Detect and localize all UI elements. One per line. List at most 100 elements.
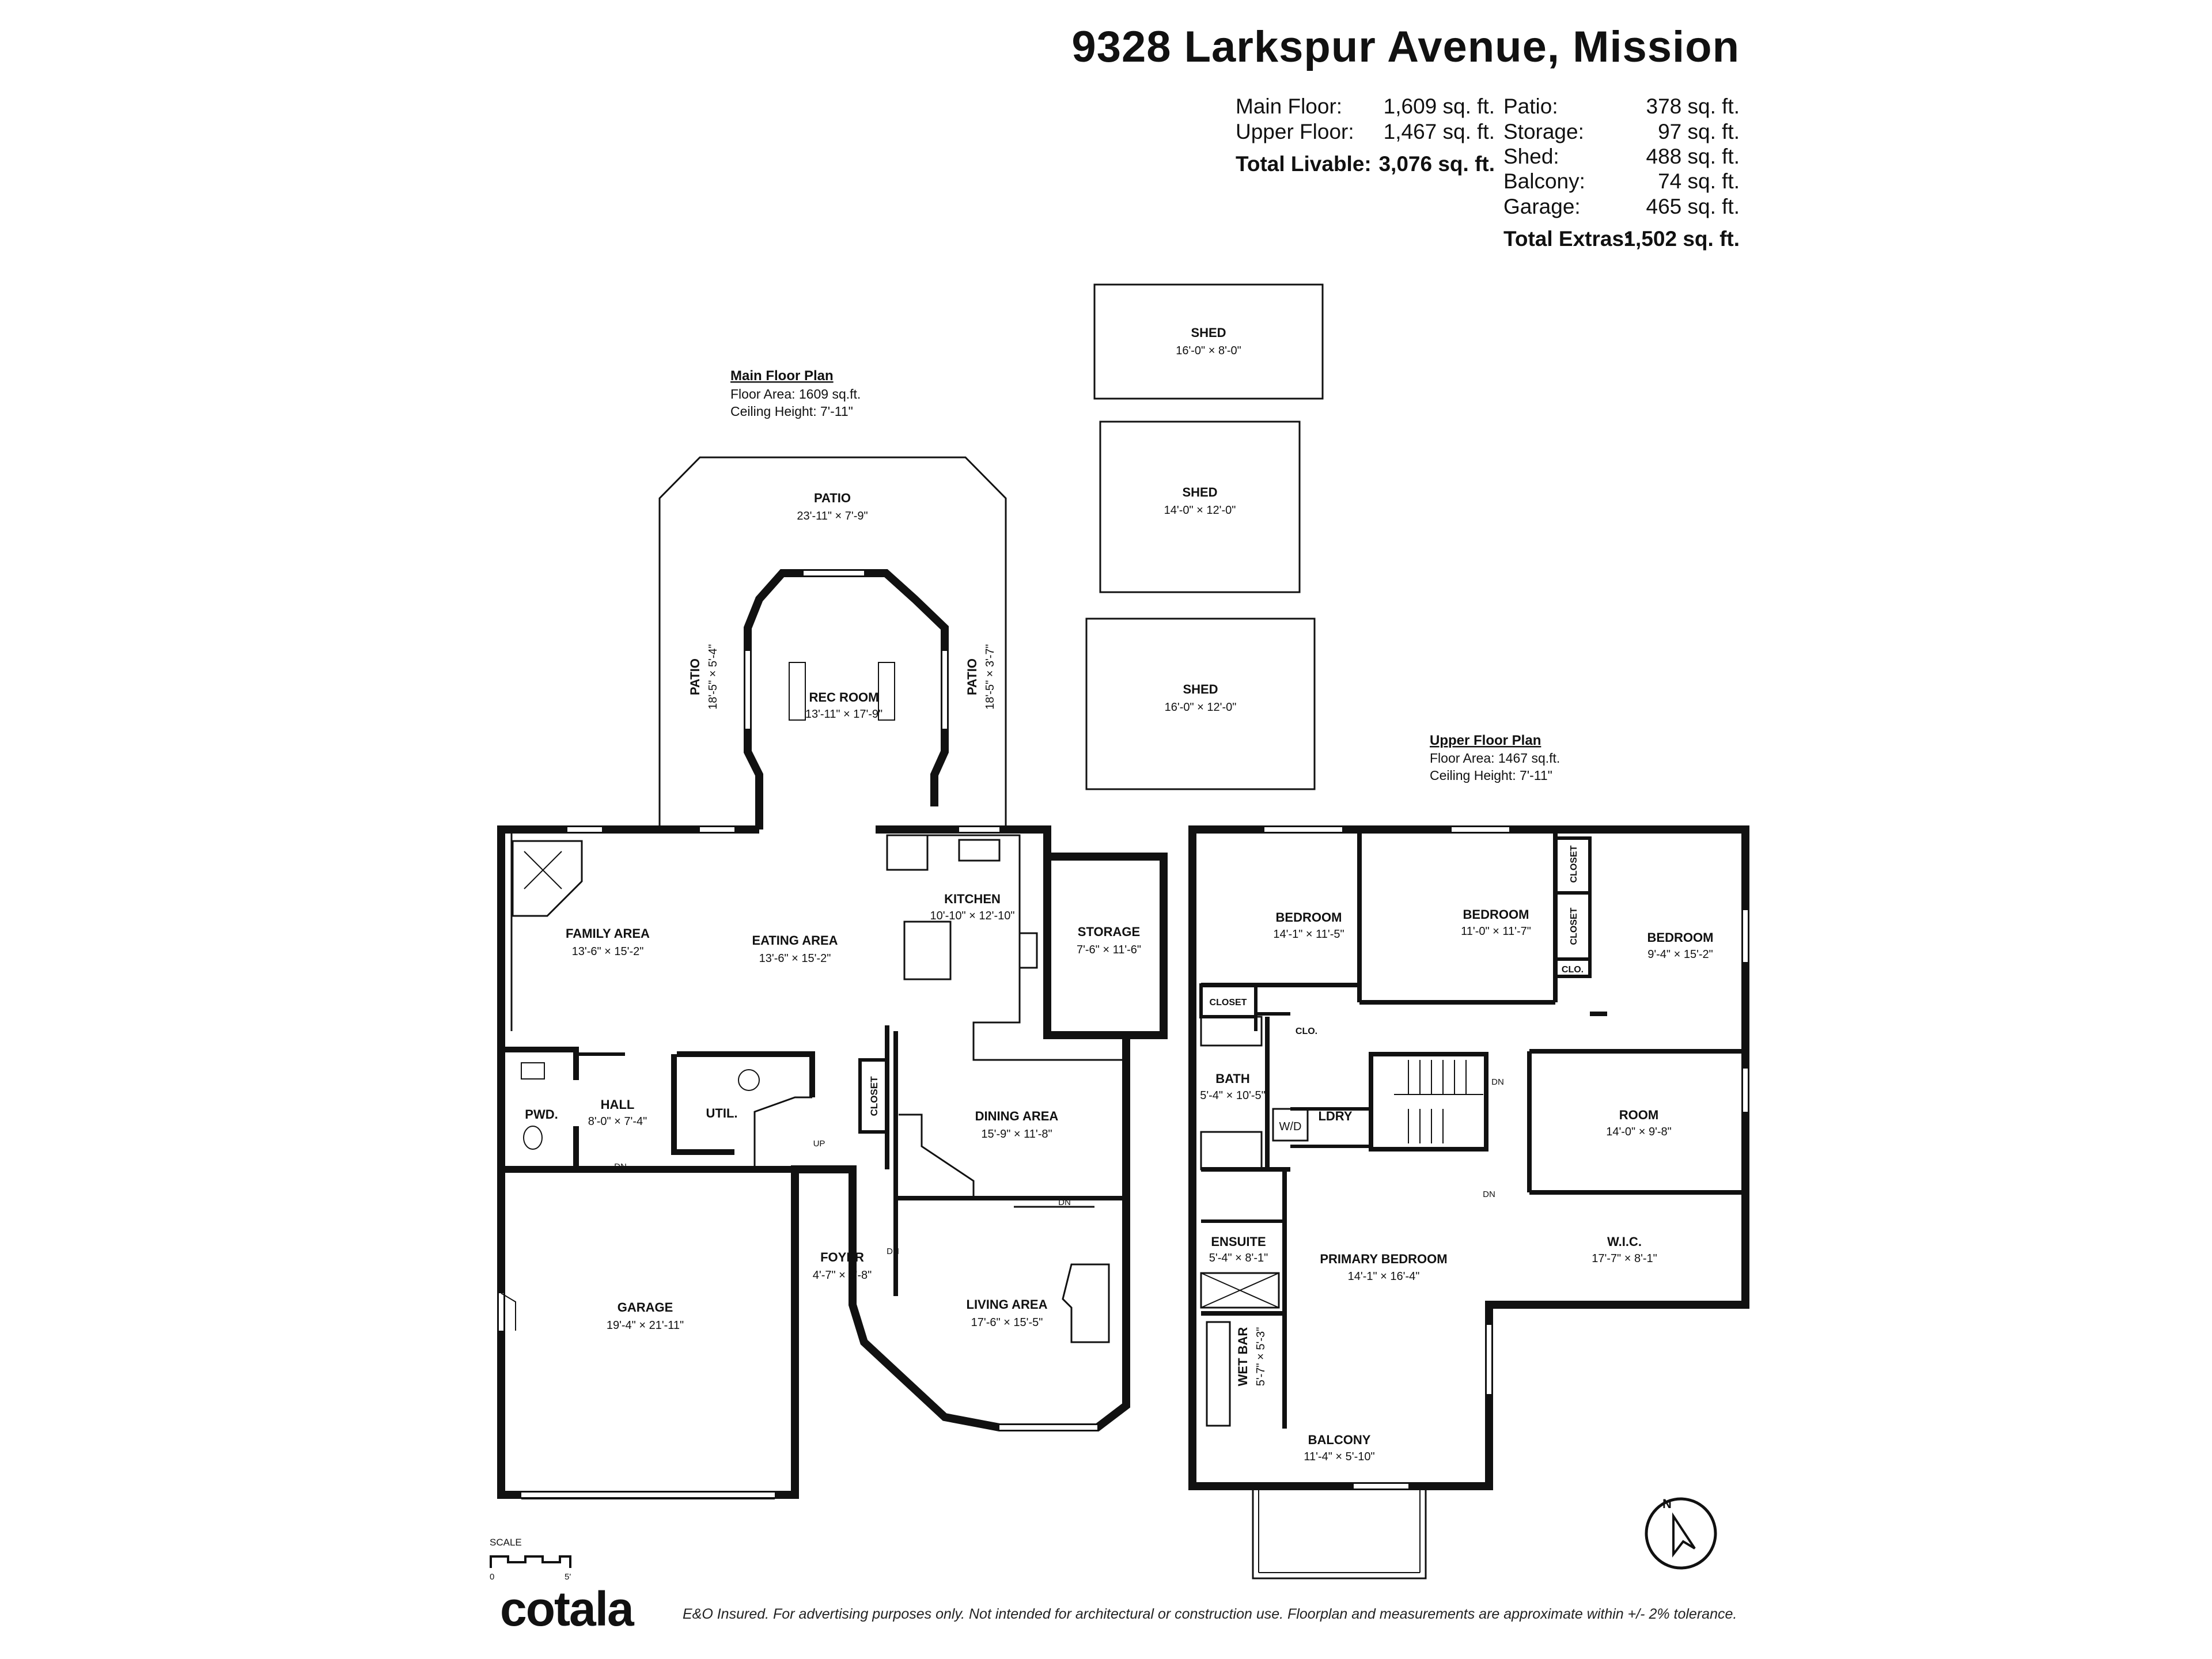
summary-value: 1,502 sq. ft. <box>1623 227 1740 251</box>
patio-right-name: PATIO <box>965 658 979 695</box>
wall <box>671 1054 734 1155</box>
summary-value: 465 sq. ft. <box>1646 195 1740 218</box>
summary-value: 378 sq. ft. <box>1646 94 1740 118</box>
shed-2-name: SHED <box>1182 485 1217 499</box>
stair-down-marker: DN <box>1491 1077 1504 1087</box>
pwd-toilet <box>523 1126 543 1150</box>
stair <box>753 1096 812 1169</box>
stair-down-marker: DN <box>614 1162 627 1172</box>
eating-dims: 13'-6" × 15'-2" <box>759 952 831 965</box>
room-name: ROOM <box>1619 1108 1658 1122</box>
closet-name: CLOSET <box>869 1076 880 1116</box>
main-floor-top-wall <box>876 825 1051 857</box>
summary-label: Patio: <box>1503 94 1558 118</box>
summary-value: 488 sq. ft. <box>1646 145 1740 168</box>
closet-main <box>858 1058 889 1134</box>
summary-value: 97 sq. ft. <box>1658 120 1740 143</box>
patio-top-name: PATIO <box>814 491 851 505</box>
patio-left-dims: 18'-5" × 5'-4" <box>707 644 719 710</box>
wall <box>677 1051 815 1097</box>
balcony-name: BALCONY <box>1308 1433 1371 1447</box>
summary-label: Total Livable: <box>1236 152 1372 176</box>
page-title: 9328 Larkspur Avenue, Mission <box>1071 22 1740 71</box>
wall <box>501 1047 579 1080</box>
closet-2-name: CLOSET <box>1569 907 1579 945</box>
ensuite-dims: 5'-4" × 8'-1" <box>1209 1252 1268 1264</box>
bath-dims: 5'-4" × 10'-5" <box>1200 1089 1266 1102</box>
scale-bar <box>490 1555 571 1568</box>
scale-start: 0 <box>490 1572 494 1582</box>
shed-1-name: SHED <box>1191 325 1226 340</box>
summary-balcony: Balcony: 74 sq. ft. <box>1503 169 1740 195</box>
pwd-sink <box>521 1062 545 1080</box>
kitchen-appliance <box>958 839 1001 862</box>
dining-dims: 15'-9" × 11'-8" <box>981 1128 1052 1141</box>
summary-total-extras: Total Extras: 1,502 sq. ft. <box>1503 227 1740 252</box>
living-fireplace <box>1062 1263 1110 1343</box>
compass-north: N <box>1662 1497 1672 1511</box>
kitchen-island <box>903 921 952 980</box>
shower-mark <box>1200 1272 1279 1308</box>
upper-floor-outer-walls <box>1188 825 1749 1490</box>
kitchen-sink <box>886 834 929 871</box>
summary-label: Shed: <box>1503 145 1559 168</box>
summary-label: Main Floor: <box>1236 94 1343 118</box>
main-floor-area: Floor Area: 1609 sq.ft. <box>730 387 861 402</box>
rec-room-name: REC ROOM <box>809 690 879 704</box>
cotala-logo: cotala <box>500 1582 634 1636</box>
shed-3-dims: 16'-0" × 12'-0" <box>1165 701 1237 714</box>
pwd-name: PWD. <box>525 1107 558 1122</box>
garage-name: GARAGE <box>618 1300 673 1315</box>
kitchen-dims: 10'-10" × 12'-10" <box>930 910 1015 922</box>
wic-name: W.I.C. <box>1607 1234 1642 1249</box>
wall <box>501 1126 579 1172</box>
foyer-dims: 4'-7" × 5'-8" <box>813 1269 872 1282</box>
patio-left-name: PATIO <box>688 658 702 695</box>
room-dims: 14'-0" × 9'-8" <box>1606 1126 1672 1138</box>
fireplace <box>512 840 583 917</box>
summary-label: Upper Floor: <box>1236 120 1354 143</box>
util-name: UTIL. <box>706 1106 738 1120</box>
scale-label: SCALE <box>490 1537 522 1548</box>
ensuite-name: ENSUITE <box>1211 1234 1266 1249</box>
dining-name: DINING AREA <box>975 1109 1059 1123</box>
water-heater <box>738 1069 760 1091</box>
stair-down-marker: DN <box>1483 1190 1495 1199</box>
rec-room-dims: 13'-11" × 17'-9" <box>805 708 882 721</box>
wic-dims: 17'-7" × 8'-1" <box>1592 1252 1657 1265</box>
storage-name: STORAGE <box>1078 925 1140 939</box>
stair-down-marker: DN <box>887 1247 899 1256</box>
summary-main-floor: Main Floor: 1,609 sq. ft. <box>1236 94 1495 120</box>
hall-dims: 8'-0" × 7'-4" <box>588 1115 647 1128</box>
upper-floor-heading: Upper Floor Plan <box>1430 733 1541 748</box>
shed-3-outline <box>1085 618 1316 790</box>
summary-value: 3,076 sq. ft. <box>1378 152 1495 176</box>
summary-label: Garage: <box>1503 195 1581 218</box>
bedroom-1-dims: 14'-1" × 11'-5" <box>1273 928 1344 941</box>
shed-1-outline <box>1093 283 1324 400</box>
storage-walls <box>1043 853 1168 1039</box>
main-floor-ceiling: Ceiling Height: 7'-11" <box>730 404 853 419</box>
summary-label: Storage: <box>1503 120 1584 143</box>
stair-down-marker: DN <box>1058 1198 1071 1207</box>
garage-dims: 19'-4" × 21'-11" <box>607 1319 684 1332</box>
bathtub <box>1200 1131 1263 1171</box>
shed-2-dims: 14'-0" × 12'-0" <box>1164 504 1236 517</box>
wet-bar-counter <box>1206 1321 1231 1427</box>
family-name: FAMILY AREA <box>566 926 650 941</box>
summary-patio: Patio: 378 sq. ft. <box>1503 94 1740 120</box>
clo-1-name: CLO. <box>1562 965 1584 975</box>
summary-storage: Storage: 97 sq. ft. <box>1503 120 1740 145</box>
stair-up-marker: UP <box>813 1139 825 1149</box>
foyer-name: FOYER <box>820 1250 864 1264</box>
shed-3-name: SHED <box>1183 682 1218 696</box>
summary-value: 74 sq. ft. <box>1658 169 1740 193</box>
bedroom-1-name: BEDROOM <box>1276 910 1342 925</box>
kitchen-stove <box>1018 932 1038 969</box>
living-name: LIVING AREA <box>967 1297 1048 1312</box>
clo-2-name: CLO. <box>1296 1027 1317 1036</box>
kitchen-counter <box>887 834 1126 1061</box>
balcony-dims: 11'-4" × 5'-10" <box>1304 1450 1374 1463</box>
upper-floor-area: Floor Area: 1467 sq.ft. <box>1430 751 1560 766</box>
